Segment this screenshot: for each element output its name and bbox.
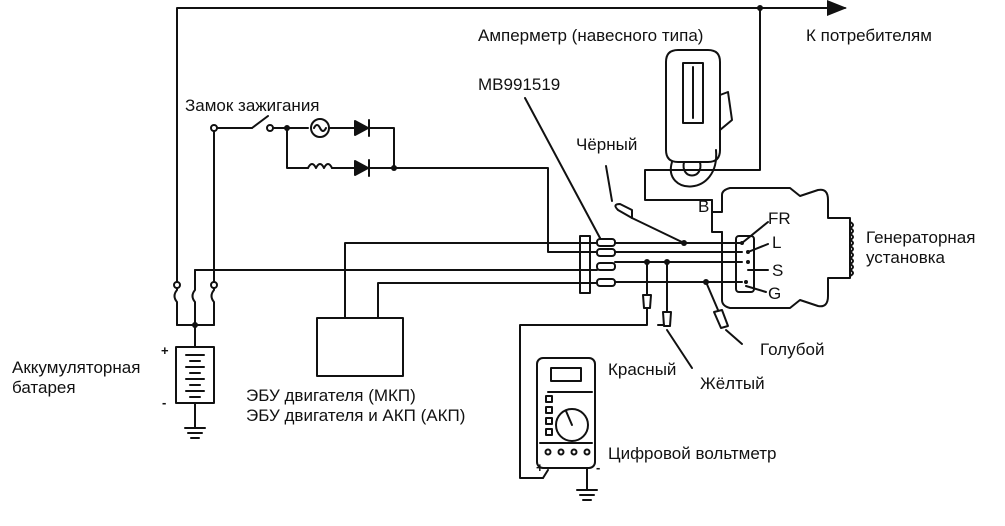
- battery-label-line2: батарея: [12, 378, 76, 397]
- yellow-probe-icon: [657, 261, 693, 369]
- black-wire-label: Чёрный: [576, 135, 638, 154]
- terminal-g-label: G: [768, 284, 782, 303]
- terminal-s-label: S: [772, 261, 784, 280]
- resistor-coil-icon: [307, 163, 333, 169]
- diode-icon: [354, 159, 370, 177]
- battery-label-line1: Аккумуляторная: [12, 358, 141, 377]
- voltmeter-label: Цифровой вольтметр: [608, 444, 777, 463]
- ground-icon: [184, 427, 206, 439]
- terminal-b-label: B: [698, 197, 710, 216]
- generator-label-line1: Генераторная: [866, 228, 976, 247]
- digital-voltmeter-icon: [536, 357, 596, 469]
- ignition-feed-wire: [213, 127, 253, 283]
- fuse-icon: [173, 269, 215, 326]
- l-terminal-wire: [393, 167, 598, 253]
- harness-connector-icon: [579, 235, 616, 294]
- ignition-lock-label: Замок зажигания: [185, 96, 320, 115]
- terminal-l-label: L: [772, 233, 782, 252]
- ground-icon: [576, 489, 598, 501]
- tool-code-label: MB991519: [478, 75, 561, 94]
- blue-wire-label: Голубой: [760, 340, 825, 359]
- diode-icon: [354, 119, 370, 137]
- yellow-wire-label: Жёлтый: [700, 374, 765, 393]
- blue-probe-icon: [705, 281, 743, 345]
- ignition-switch-contact: [251, 115, 269, 129]
- probe-plus-sign: +: [536, 460, 544, 475]
- terminal-fr-label: FR: [768, 209, 791, 228]
- red-wire-label: Красный: [608, 360, 677, 379]
- charge-lamp-icon: [310, 118, 330, 138]
- battery-minus-sign: -: [162, 395, 167, 410]
- ecu-box: [316, 317, 404, 377]
- connector-leader-line: [524, 97, 601, 239]
- black-probe-icon: [605, 165, 685, 244]
- battery-plus-sign: +: [161, 343, 169, 358]
- ammeter-return-wire: [644, 7, 761, 201]
- to-consumers-label: К потребителям: [806, 26, 932, 45]
- red-probe-icon: [519, 261, 652, 479]
- ecu-mkp-label: ЭБУ двигателя (МКП): [246, 386, 416, 405]
- battery-icon: [175, 346, 215, 404]
- generator-label-line2: установка: [866, 248, 945, 267]
- probe-minus-sign: -: [596, 460, 601, 475]
- fr-terminal-wire: [344, 242, 598, 319]
- clamp-ammeter-icon: [665, 49, 733, 188]
- main-supply-wire: [176, 0, 847, 283]
- g-terminal-wire: [377, 282, 598, 319]
- generator-icon: [711, 187, 854, 309]
- ecu-akp-label: ЭБУ двигателя и АКП (АКП): [246, 406, 466, 425]
- ammeter-label: Амперметр (навесного типа): [478, 26, 704, 45]
